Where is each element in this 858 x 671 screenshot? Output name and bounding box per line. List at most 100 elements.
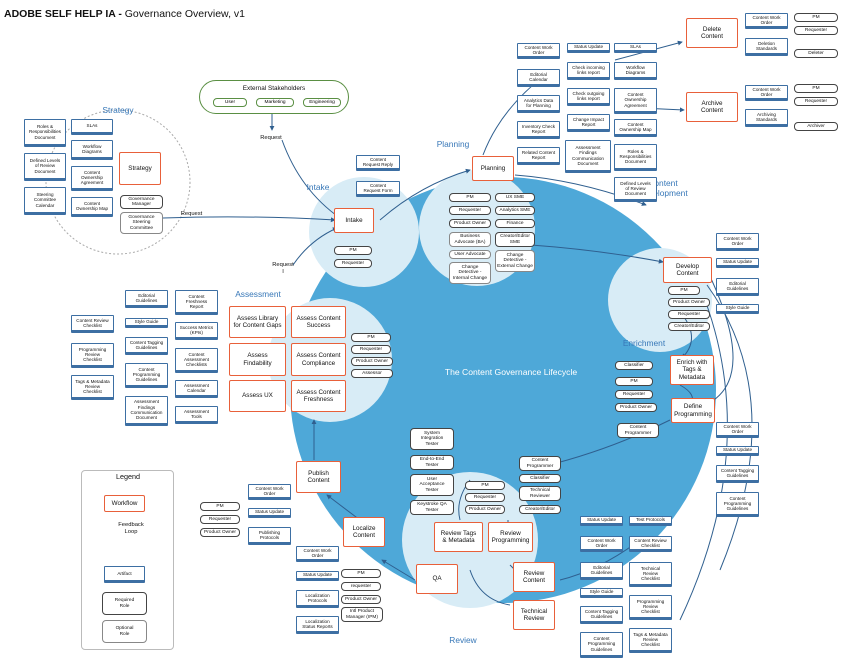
external-stakeholders-title: External Stakeholders xyxy=(242,85,306,92)
role-governance-steering-committee: Governance Steering Committee xyxy=(120,212,163,234)
role-product-owner-planning: Product Owner xyxy=(449,219,491,228)
artifact-content-review-checklist-review: Content Review Checklist xyxy=(629,536,672,552)
role-pm-enrich: PM xyxy=(615,377,653,386)
artifact-content-ownership-map-planning: Content Ownership Map xyxy=(614,119,657,137)
artifact-check-incoming-links: Check incoming links report xyxy=(567,62,610,80)
workflow-archive-content: Archive Content xyxy=(686,92,738,122)
artifact-slas-planning: SLAs xyxy=(614,43,657,53)
role-pm-archive: PM xyxy=(794,84,838,93)
role-end-to-end-tester: End-to-End Tester xyxy=(410,455,454,470)
lifecycle-circle xyxy=(290,177,716,603)
artifact-style-guide-assess: Style Guide xyxy=(125,318,168,328)
workflow-assess-content-success: Assess Content Success xyxy=(291,306,346,338)
artifact-content-programming-guidelines-enrich: Content Programming Guidelines xyxy=(716,492,759,517)
workflow-review-content: Review Content xyxy=(513,562,555,592)
artifact-slas: SLAs xyxy=(71,119,113,135)
workflow-localize-content: Localize Content xyxy=(343,517,385,547)
artifact-status-update-localize: Status Update xyxy=(296,571,339,581)
artifact-content-programming-guidelines-assess: Content Programming Guidelines xyxy=(125,363,168,388)
label-content-development: Content Development xyxy=(638,178,688,198)
artifact-content-request-reply: Content Request Reply xyxy=(356,155,400,171)
label-planning: Planning xyxy=(436,139,470,149)
role-requester-develop: Requester xyxy=(668,310,710,319)
workflow-define-programming: Define Programming xyxy=(671,398,715,423)
workflow-qa: QA xyxy=(416,564,458,594)
role-content-programmer-define: Content Programmer xyxy=(617,423,659,438)
stakeholder-marketing: Marketing xyxy=(256,98,294,107)
label-enrichment: Enrichment xyxy=(622,338,666,348)
artifact-content-ownership-agreement-planning: Content Ownership Agreement xyxy=(614,88,657,114)
artifact-content-work-order-planning: Content Work Order xyxy=(517,43,560,59)
role-assessor: Assessor xyxy=(351,369,393,378)
role-pm-develop: PM xyxy=(668,286,700,295)
artifact-content-freshness-report: Content Freshness Report xyxy=(175,290,218,315)
artifact-deletion-standards: Deletion Standards xyxy=(745,38,788,56)
role-pm-intake: PM xyxy=(334,246,372,255)
artifact-editorial-guidelines-assess: Editorial Guidelines xyxy=(125,290,168,308)
legend-title: Legend xyxy=(116,472,140,481)
artifact-editorial-guidelines-review: Editorial Guidelines xyxy=(580,562,623,580)
artifact-editorial-calendar: Editorial Calendar xyxy=(517,69,560,87)
workflow-assess-library-gaps: Assess Library for Content Gaps xyxy=(229,306,286,338)
role-product-owner-develop: Product Owner xyxy=(668,298,710,307)
role-requester-review: Requester xyxy=(465,493,505,502)
role-requester-localize: requester xyxy=(341,582,381,591)
role-creator-editor-review: Creator/Editor xyxy=(519,505,561,514)
artifact-content-work-order-archive: Content Work Order xyxy=(745,85,788,101)
artifact-programming-review-checklist-review: Programming Review Checklist xyxy=(629,595,672,620)
page-title: ADOBE SELF HELP IA - Governance Overview… xyxy=(4,8,245,20)
role-requester-planning: Requester xyxy=(449,206,491,215)
role-requester-enrich: Requester xyxy=(615,390,653,399)
flow-label-request-bottom: Request I xyxy=(272,262,294,275)
role-change-detective-internal: Change Detective - Internal Change xyxy=(449,262,491,284)
artifact-content-tagging-guidelines-review: Content Tagging Guidelines xyxy=(580,606,623,624)
legend-workflow: Workflow xyxy=(104,495,145,512)
role-product-owner-review: Product Owner xyxy=(465,505,505,514)
label-review: Review xyxy=(449,635,477,645)
role-change-detective-external: Change Detective - External Change xyxy=(495,250,535,272)
artifact-content-programming-guidelines-review: Content Programming Guidelines xyxy=(580,632,623,658)
artifact-check-outgoing-links: Check outgoing links report xyxy=(567,88,610,106)
workflow-assess-ux: Assess UX xyxy=(229,380,286,412)
role-analytics-sme: Analytics SME xyxy=(495,206,535,215)
role-product-owner-assess: Product Owner xyxy=(351,357,393,366)
role-finance: Finance xyxy=(495,219,535,228)
artifact-inventory-check-report: Inventory Check Report xyxy=(517,121,560,139)
artifact-assessment-findings-planning: Assessment Findings Communication Docume… xyxy=(565,140,611,173)
artifact-status-update-publish: Status Update xyxy=(248,508,291,518)
workflow-technical-review: Technical Review xyxy=(513,600,555,630)
stakeholder-engineering: Engineering xyxy=(303,98,341,107)
artifact-change-impact-report: Change Impact Report xyxy=(567,114,610,132)
artifact-archiving-standards: Archiving Standards xyxy=(745,109,788,127)
artifact-tags-metadata-review-checklist-assess: Tags & Metadata Review Checklist xyxy=(71,375,114,400)
stakeholder-user: User xyxy=(213,98,247,107)
artifact-workflow-diagrams-planning: Workflow Diagrams xyxy=(614,62,657,80)
role-requester-assess: Requester xyxy=(351,345,391,354)
artifact-workflow-diagrams-strategy: Workflow Diagrams xyxy=(71,140,113,160)
workflow-enrich-tags-metadata: Enrich with Tags & Metadata xyxy=(670,355,714,385)
workflow-delete-content: Delete Content xyxy=(686,18,738,48)
role-user-advocate: User Advocate xyxy=(449,250,491,259)
artifact-publishing-protocols: Publishing Protocols xyxy=(248,527,291,545)
artifact-roles-responsibilities: Roles & Responsibilities Document xyxy=(24,119,66,147)
role-product-owner-publish: Product Owner xyxy=(200,528,240,537)
role-creator-editor-sme: Creator/Editor SME xyxy=(495,232,535,247)
legend-optional-role: Optional Role xyxy=(102,620,147,643)
artifact-tags-metadata-review-checklist-review: Tags & Metadata Review Checklist xyxy=(629,628,672,653)
artifact-content-assessment-checklists: Content Assessment Checklists xyxy=(175,348,218,373)
role-product-owner-localize: Product Owner xyxy=(341,595,381,604)
role-pm-assess: PM xyxy=(351,333,391,342)
workflow-review-tags-metadata: Review Tags & Metadata xyxy=(434,522,483,552)
workflow-develop-content: Develop Content xyxy=(663,257,712,283)
role-pm-planning: PM xyxy=(449,193,491,202)
role-deleter: Deleter xyxy=(794,49,838,58)
workflow-assess-findability: Assess Findability xyxy=(229,343,286,376)
role-requester-delete: Requester xyxy=(794,26,838,35)
artifact-content-review-checklist-assess: Content Review Checklist xyxy=(71,315,114,333)
role-system-integration-tester: System Integration Tester xyxy=(410,428,454,450)
role-business-advocate: Business Advocate (BA) xyxy=(449,232,491,247)
artifact-defined-review-levels-planning: Defined Levels of Review Document xyxy=(614,177,657,202)
artifact-status-update-enrich: Status Update xyxy=(716,446,759,456)
artifact-localization-protocols: Localization Protocols xyxy=(296,590,339,608)
